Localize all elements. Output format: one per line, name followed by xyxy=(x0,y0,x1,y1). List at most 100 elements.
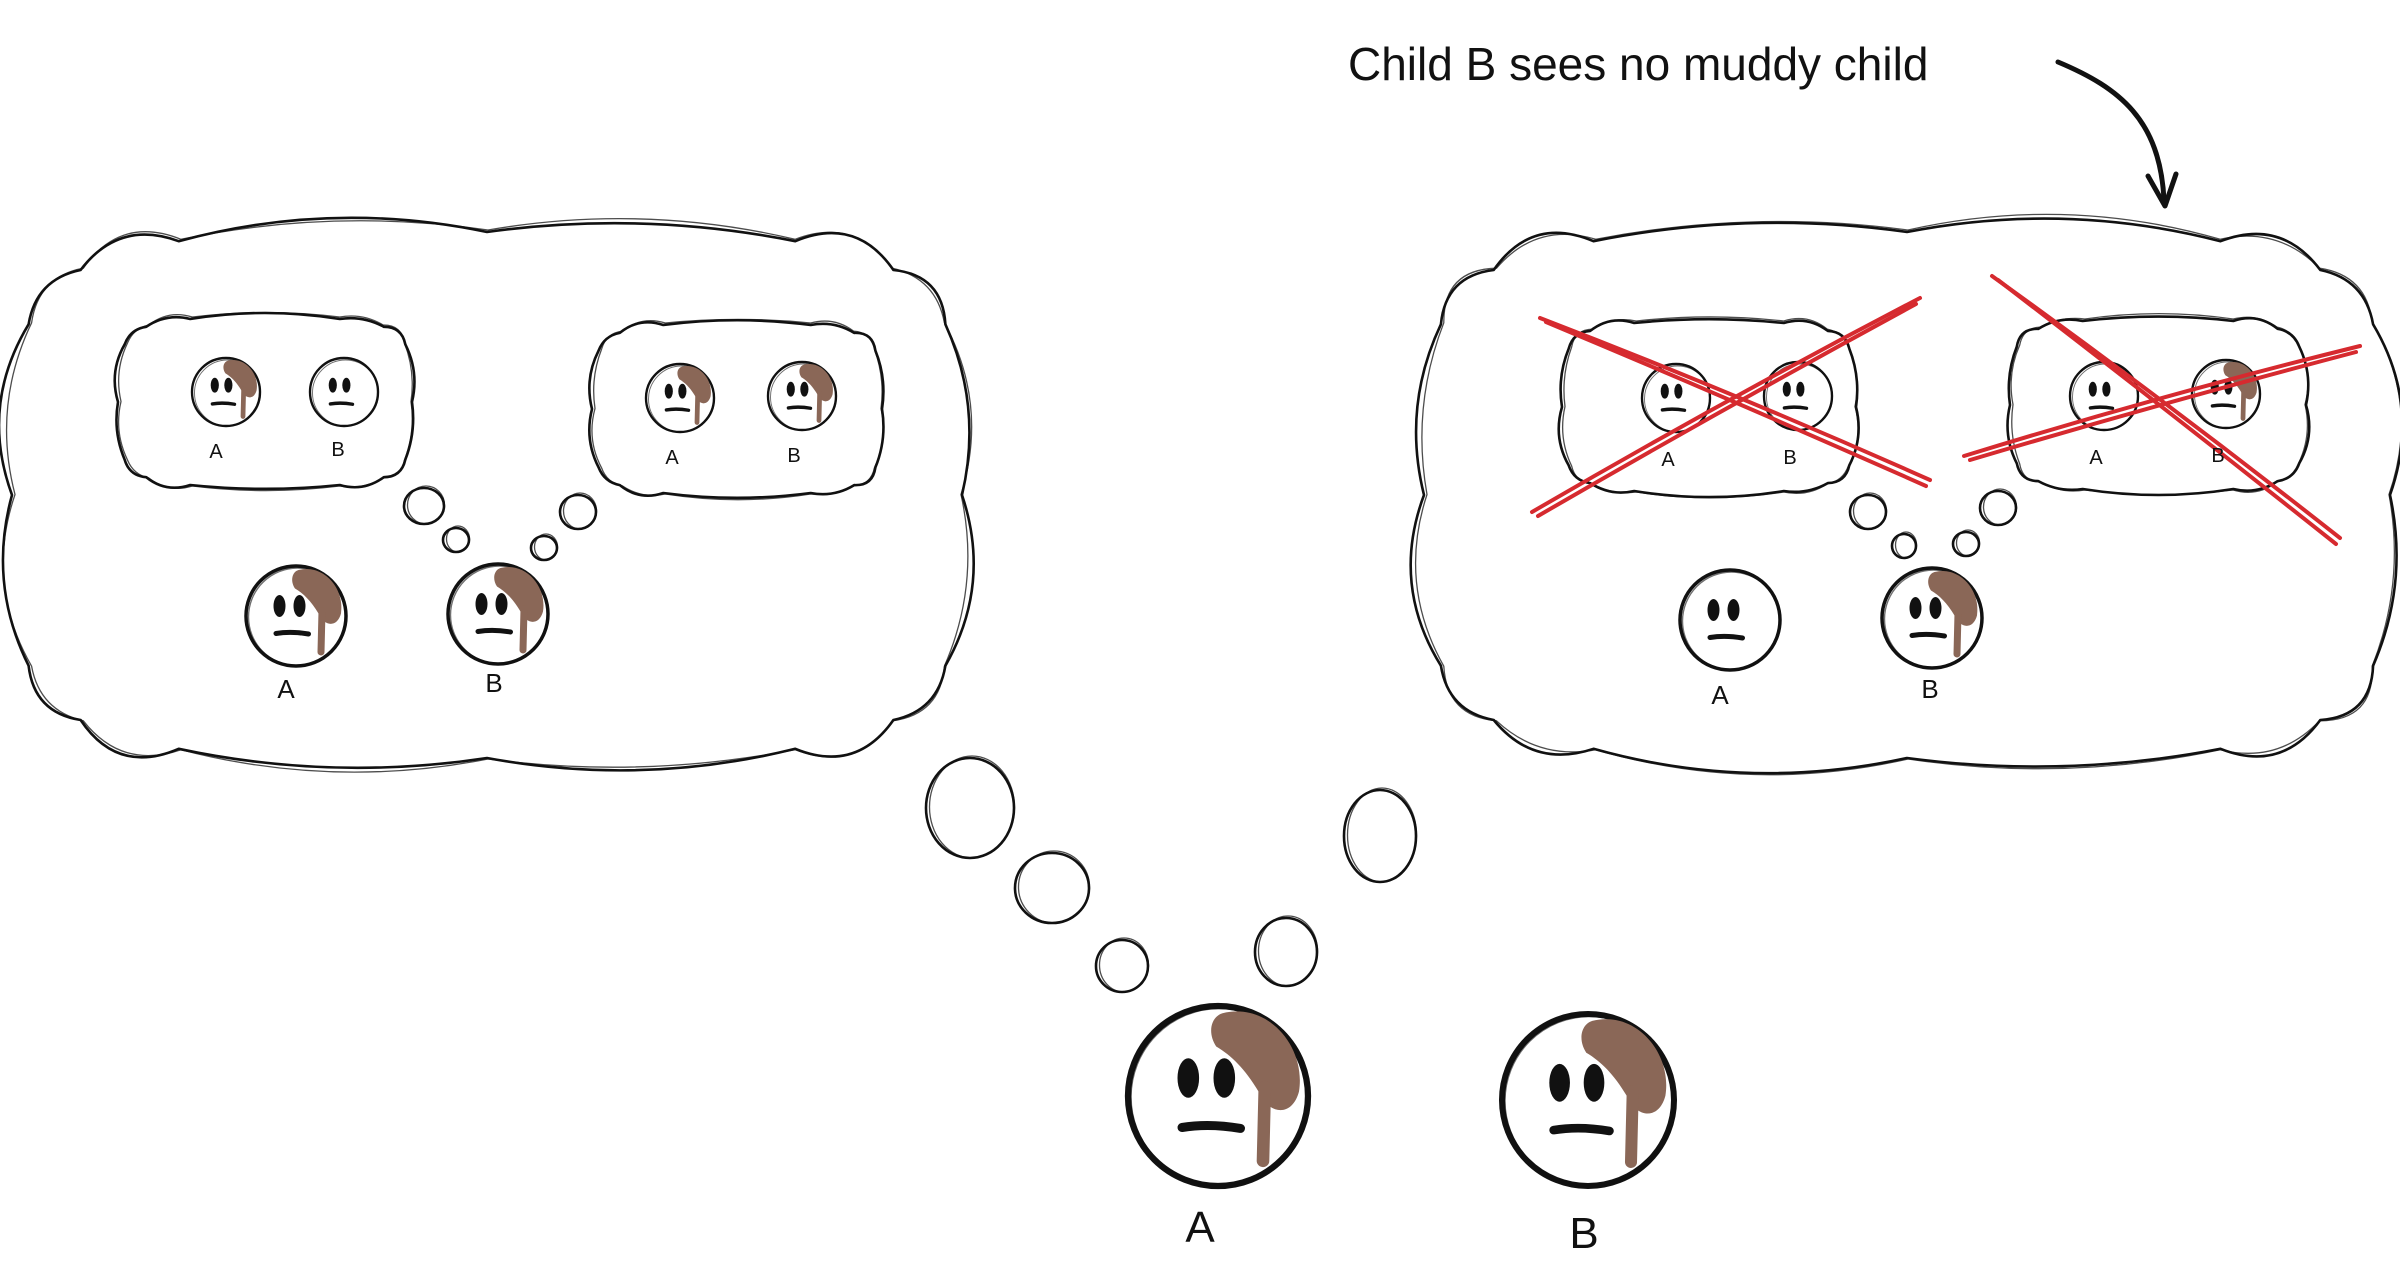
right-inner-bubble-1-outline xyxy=(1848,493,1888,531)
child-a xyxy=(1124,1002,1312,1190)
left-nested-1-face-b-left-eye xyxy=(328,377,337,393)
right-nested-1-face-b-right-eye xyxy=(1796,381,1805,397)
right-thought-face-a-mouth xyxy=(1707,633,1745,641)
annotation-text: Child B sees no muddy child xyxy=(1348,38,1928,90)
right-nested-1-face-a-mouth xyxy=(1660,407,1687,412)
left-nested-2-face-a-label: A xyxy=(665,447,679,469)
left-nested-cloud-2 xyxy=(588,318,885,501)
left-nested-2-face-b xyxy=(766,360,838,432)
child-a-mud-splat xyxy=(1211,1011,1300,1111)
right-nested-1-face-a-head-sketch xyxy=(1644,365,1711,433)
left-nested-1-face-b-mouth xyxy=(328,401,355,406)
left-nested-cloud-2-outline xyxy=(588,318,885,500)
right-thought-face-a-head-sketch xyxy=(1681,571,1782,671)
child-a-mouth xyxy=(1177,1120,1245,1133)
left-nested-2-face-b-mouth xyxy=(786,405,813,410)
right-nested-cloud-1-sketch-line xyxy=(1561,316,1859,499)
child-a-label: A xyxy=(1185,1203,1215,1252)
right-thought-face-a-left-eye xyxy=(1707,599,1720,621)
left-nested-1-face-b xyxy=(308,356,380,428)
left-nested-2-face-a xyxy=(644,362,716,434)
left-nested-1-face-a-left-eye xyxy=(210,377,219,393)
child-b xyxy=(1498,1010,1678,1190)
right-inner-bubble-4-sketch-line xyxy=(1955,529,1981,557)
left-nested-2-face-a-head-sketch xyxy=(648,365,715,433)
right-inner-bubble-2 xyxy=(1890,531,1918,560)
right-trail-bubble-2-outline xyxy=(1253,916,1319,988)
left-trail-bubble-1-outline xyxy=(924,756,1016,860)
left-trail-bubble-2 xyxy=(1013,850,1091,925)
left-nested-2-face-a-mud-drip xyxy=(694,392,701,425)
right-inner-bubble-1-sketch-line xyxy=(1852,492,1888,530)
right-nested-1-face-b-label: B xyxy=(1783,447,1796,469)
child-b-mud-drip xyxy=(1624,1085,1639,1168)
child-a-head-sketch xyxy=(1129,1006,1310,1188)
left-inner-bubble-1 xyxy=(402,485,446,526)
right-nested-2-face-b-mud-drip xyxy=(2240,388,2247,421)
child-b-left-eye xyxy=(1549,1063,1570,1102)
left-nested-1-face-b-label: B xyxy=(331,439,344,461)
left-nested-2-face-b-label: B xyxy=(787,445,800,467)
annotation-arrow xyxy=(2055,59,2167,203)
left-nested-1-face-a-mud-splat xyxy=(223,360,257,398)
child-a-left-eye xyxy=(1177,1058,1200,1098)
right-thought-cloud-sketch-line xyxy=(1414,213,2400,776)
left-trail-bubble-1-sketch-line xyxy=(928,755,1016,859)
right-thought-face-b-right-eye xyxy=(1929,597,1942,619)
right-nested-1-cross xyxy=(1530,296,1932,518)
cross-outs xyxy=(1530,274,2362,546)
left-thought-face-b-mouth xyxy=(475,627,513,635)
left-nested-cloud-1-sketch-line xyxy=(117,311,413,492)
right-nested-2-cross xyxy=(1962,274,2362,546)
left-thought-face-b-mud-splat xyxy=(494,566,544,622)
right-inner-bubble-3-outline xyxy=(1978,489,2018,527)
right-nested-2-face-a-right-eye xyxy=(2102,381,2111,397)
left-nested-1-face-a-head-sketch xyxy=(194,359,261,427)
left-nested-1-face-b-right-eye xyxy=(342,377,351,393)
left-nested-1-face-a-label: A xyxy=(209,441,223,463)
left-inner-bubble-4-sketch-line xyxy=(533,533,559,561)
left-thought-face-a xyxy=(244,564,348,668)
left-nested-1-face-a-mud-drip xyxy=(240,386,247,419)
left-nested-2-face-a-right-eye xyxy=(678,383,687,399)
thought-bubble-trails xyxy=(402,485,2018,994)
child-b-head-sketch xyxy=(1503,1014,1676,1188)
right-nested-cloud-2 xyxy=(2006,312,2311,497)
right-thought-face-b-mouth xyxy=(1909,631,1947,639)
left-trail-bubble-2-outline xyxy=(1013,851,1091,925)
left-inner-bubble-1-sketch-line xyxy=(406,485,446,525)
left-nested-2-face-b-mud-splat xyxy=(799,364,833,402)
right-nested-cloud-2-sketch-line xyxy=(2010,312,2309,496)
left-thought-face-b-left-eye xyxy=(475,593,488,615)
right-nested-2-cross-stroke-2-sketch xyxy=(1968,350,2358,462)
left-thought-face-a-label: A xyxy=(277,674,295,704)
left-inner-bubble-3-outline xyxy=(558,493,598,531)
right-thought-face-b-mud-drip xyxy=(1953,609,1962,658)
right-nested-1-face-a-label: A xyxy=(1661,449,1675,471)
right-nested-2-cross-stroke-1-sketch xyxy=(1996,278,2338,546)
left-thought-face-b-label: B xyxy=(485,668,502,698)
left-trail-bubble-3-sketch-line xyxy=(1098,937,1150,993)
right-thought-face-b-mud-splat xyxy=(1928,570,1978,626)
right-nested-2-face-a-label: A xyxy=(2089,447,2103,469)
annotation-arrowhead xyxy=(2145,171,2179,209)
right-inner-bubble-1 xyxy=(1848,492,1888,531)
right-trail-bubble-1-sketch-line xyxy=(1346,787,1418,883)
right-thought-face-b-head-sketch xyxy=(1883,569,1984,669)
left-nested-2-face-b-mud-drip xyxy=(816,390,823,423)
right-trail-bubble-1-outline xyxy=(1342,788,1418,884)
right-thought-face-b xyxy=(1880,566,1984,670)
left-nested-2-face-a-left-eye xyxy=(664,383,673,399)
left-thought-face-b-head-sketch xyxy=(449,565,550,665)
right-inner-bubble-3 xyxy=(1978,488,2018,527)
left-thought-face-a-right-eye xyxy=(293,595,306,617)
right-nested-1-face-b-mouth xyxy=(1782,405,1809,410)
left-trail-bubble-3-outline xyxy=(1094,938,1150,994)
right-nested-1-cross-stroke-2-sketch xyxy=(1536,302,1918,518)
left-nested-2-face-a-mud-splat xyxy=(677,366,711,404)
right-thought-face-b-label: B xyxy=(1921,674,1938,704)
left-trail-bubble-3 xyxy=(1094,937,1150,994)
left-thought-face-a-mouth xyxy=(273,629,311,637)
